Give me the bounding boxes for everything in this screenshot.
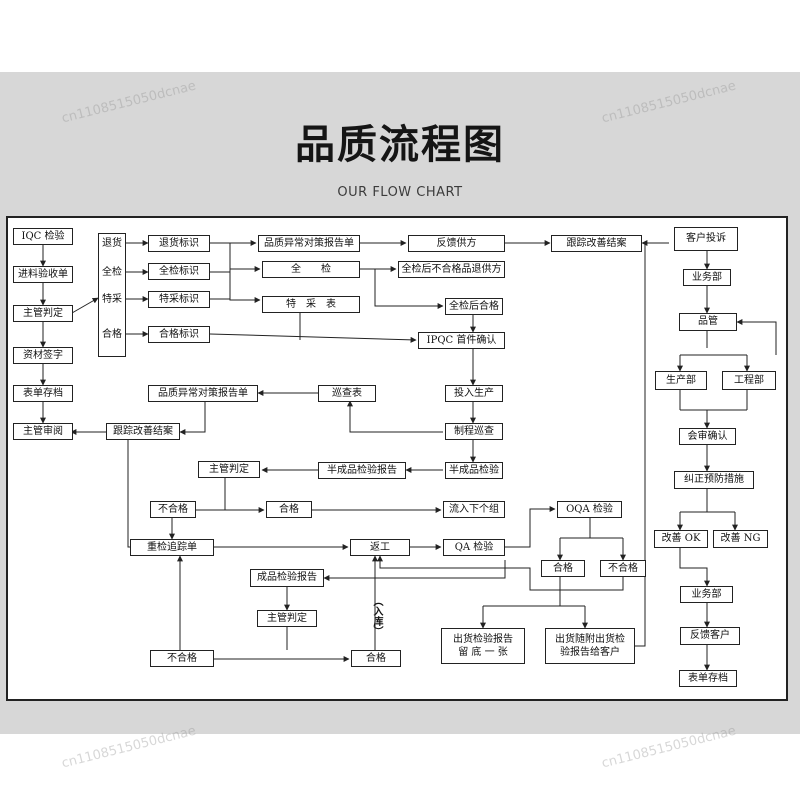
supervisor-judge-node: 主管判定 bbox=[13, 305, 73, 322]
ship-with-report-node: 出货随附出货检 验报告给客户 bbox=[545, 628, 635, 664]
improve-ok-node: 改善 OK bbox=[654, 530, 708, 548]
category-special: 特采 bbox=[99, 292, 125, 307]
sales-1-node: 业务部 bbox=[683, 269, 731, 286]
qa-inspection-node: QA 检验 bbox=[443, 539, 505, 556]
supervisor-review-node: 主管审阅 bbox=[13, 423, 73, 440]
qc-mgmt-node: 品管 bbox=[679, 313, 737, 331]
reinspect-track-node: 重检追踪单 bbox=[130, 539, 214, 556]
semi-report-node: 半成品检验报告 bbox=[318, 462, 406, 479]
semi-inspection-node: 半成品检验 bbox=[445, 462, 503, 479]
oqa-inspection-node: OQA 检验 bbox=[557, 501, 622, 518]
ship-report-line-1: 出货检验报告 bbox=[453, 633, 513, 645]
storage-label: （入库） bbox=[371, 596, 382, 636]
corrective-action-node: 纠正预防措施 bbox=[674, 471, 754, 489]
rework-node: 返工 bbox=[350, 539, 410, 556]
category-pass: 合格 bbox=[99, 327, 125, 342]
fail-1-node: 不合格 bbox=[150, 501, 196, 518]
ship-with-line-1: 出货随附出货检 bbox=[555, 633, 625, 645]
finished-report-node: 成品检验报告 bbox=[250, 569, 324, 587]
engineering-dept-node: 工程部 bbox=[722, 371, 776, 390]
anomaly-report-2-node: 品质异常对策报告单 bbox=[148, 385, 258, 402]
patrol-sheet-node: 巡查表 bbox=[318, 385, 376, 402]
process-patrol-node: 制程巡查 bbox=[445, 423, 503, 440]
category-group-box bbox=[98, 233, 126, 357]
track-result-node: 跟踪改善结案 bbox=[551, 235, 642, 252]
anomaly-report-node: 品质异常对策报告单 bbox=[258, 235, 360, 252]
return-nonconforming-node: 全检后不合格品退供方 bbox=[398, 261, 505, 278]
pass-label-node: 合格标识 bbox=[148, 326, 210, 343]
category-full: 全检 bbox=[99, 265, 125, 280]
receipt-node: 进料验收单 bbox=[13, 266, 73, 283]
pass-1-node: 合格 bbox=[266, 501, 312, 518]
put-production-node: 投入生产 bbox=[445, 385, 503, 402]
special-form-node: 特 采 表 bbox=[262, 296, 360, 313]
material-sign-node: 资材签字 bbox=[13, 347, 73, 364]
full-label-node: 全检标识 bbox=[148, 263, 210, 280]
pass-2-node: 合格 bbox=[351, 650, 401, 667]
oqa-pass-node: 合格 bbox=[541, 560, 585, 577]
track-result-2-node: 跟踪改善结案 bbox=[106, 423, 180, 440]
page-subtitle: OUR FLOW CHART bbox=[337, 185, 463, 200]
supervisor-judge-3-node: 主管判定 bbox=[257, 610, 317, 627]
feedback-customer-node: 反馈客户 bbox=[680, 627, 740, 645]
ipqc-first-node: IPQC 首件确认 bbox=[418, 332, 505, 349]
improve-ng-node: 改善 NG bbox=[713, 530, 768, 548]
return-label-node: 退货标识 bbox=[148, 235, 210, 252]
customer-complaint-node: 客户投诉 bbox=[674, 227, 738, 251]
sales-2-node: 业务部 bbox=[680, 586, 733, 603]
ship-report-node: 出货检验报告 留 底 一 张 bbox=[441, 628, 525, 664]
page-title: 品质流程图 bbox=[295, 122, 505, 168]
supervisor-judge-2-node: 主管判定 bbox=[198, 461, 260, 478]
joint-review-node: 会审确认 bbox=[679, 428, 736, 445]
special-label-node: 特采标识 bbox=[148, 291, 210, 308]
category-return: 退货 bbox=[99, 236, 125, 251]
form-archive-2-node: 表单存档 bbox=[679, 670, 737, 687]
ship-with-line-2: 验报告给客户 bbox=[560, 647, 620, 658]
form-archive-node: 表单存档 bbox=[13, 385, 73, 402]
iqc-inspection-node: IQC 检验 bbox=[13, 228, 73, 245]
fail-2-node: 不合格 bbox=[150, 650, 214, 667]
oqa-fail-node: 不合格 bbox=[600, 560, 646, 577]
production-dept-node: 生产部 bbox=[655, 371, 707, 390]
next-group-node: 流入下个组 bbox=[443, 501, 505, 518]
ship-report-line-2: 留 底 一 张 bbox=[458, 647, 508, 658]
feedback-supplier-node: 反馈供方 bbox=[408, 235, 505, 252]
flowchart-frame bbox=[6, 216, 788, 701]
pass-after-full-node: 全检后合格 bbox=[445, 298, 503, 315]
full-inspection-node: 全 检 bbox=[262, 261, 360, 278]
